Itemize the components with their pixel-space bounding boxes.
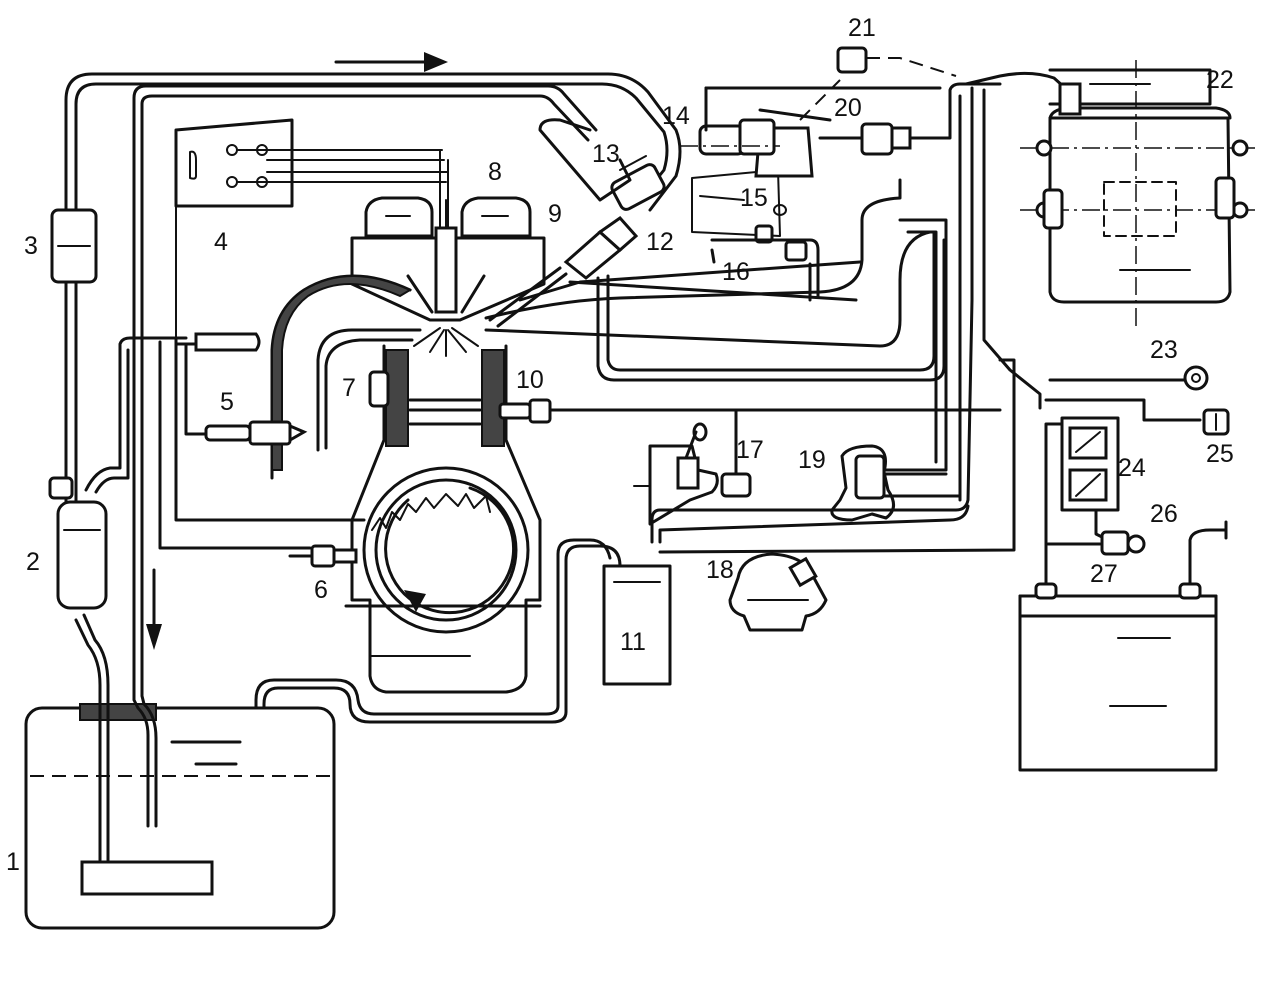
callout-labels: 1 2 3 4 5 6 7 8 9 10 11 12 13 14 15 16 1… bbox=[6, 14, 1234, 876]
callout-18: 18 bbox=[706, 556, 734, 584]
air-intake-duct bbox=[158, 332, 366, 550]
exhaust-manifold bbox=[270, 274, 422, 480]
callout-27: 27 bbox=[1090, 560, 1118, 588]
fuel-filter bbox=[50, 208, 98, 284]
callout-15: 15 bbox=[740, 184, 768, 212]
intake-manifold bbox=[484, 169, 932, 348]
callout-24: 24 bbox=[1118, 454, 1146, 482]
callout-19: 19 bbox=[798, 446, 826, 474]
callout-8: 8 bbox=[488, 158, 502, 186]
wiring-harness bbox=[650, 86, 1202, 554]
auxiliary-air-valve bbox=[680, 118, 780, 156]
cylinder-head bbox=[350, 196, 546, 357]
callout-26: 26 bbox=[1150, 500, 1178, 528]
distributor bbox=[728, 552, 828, 632]
callout-25: 25 bbox=[1206, 440, 1234, 468]
callout-3: 3 bbox=[24, 232, 38, 260]
callout-23: 23 bbox=[1150, 336, 1178, 364]
fuel-lines bbox=[64, 72, 682, 862]
thermo-time-switch bbox=[830, 444, 962, 522]
fuel-injector bbox=[488, 216, 639, 328]
connector-25 bbox=[1202, 408, 1230, 436]
flow-arrows bbox=[146, 52, 448, 650]
fuel-pump-relay bbox=[1060, 416, 1120, 542]
callout-16: 16 bbox=[722, 258, 750, 286]
callout-20: 20 bbox=[834, 94, 862, 122]
callout-22: 22 bbox=[1206, 66, 1234, 94]
callout-21: 21 bbox=[848, 14, 876, 42]
crank-position-sensor bbox=[288, 544, 358, 568]
callout-12: 12 bbox=[646, 228, 674, 256]
control-unit bbox=[174, 118, 449, 341]
fuel-pump bbox=[48, 476, 108, 610]
fuel-rail bbox=[538, 86, 946, 382]
connector-20 bbox=[818, 82, 1002, 156]
ignition-module bbox=[964, 60, 1260, 326]
callout-14: 14 bbox=[662, 102, 690, 130]
battery bbox=[1018, 422, 1228, 772]
oxygen-sensor bbox=[184, 342, 308, 446]
gearbox-switch bbox=[633, 408, 752, 526]
callout-10: 10 bbox=[516, 366, 544, 394]
engine-block bbox=[344, 344, 1002, 694]
callout-11: 11 bbox=[620, 628, 646, 656]
connector-21 bbox=[799, 46, 957, 121]
callout-9: 9 bbox=[548, 200, 562, 228]
callout-2: 2 bbox=[26, 548, 40, 576]
callout-17: 17 bbox=[736, 436, 764, 464]
callout-5: 5 bbox=[220, 388, 234, 416]
callout-1: 1 bbox=[6, 848, 20, 876]
expansion-tank bbox=[254, 538, 672, 724]
callout-13: 13 bbox=[592, 140, 620, 168]
callout-4: 4 bbox=[214, 228, 228, 256]
tachometer-terminal bbox=[1183, 365, 1209, 391]
callout-6: 6 bbox=[314, 576, 328, 604]
fuse-26 bbox=[1046, 530, 1146, 556]
fuel-tank bbox=[24, 703, 336, 930]
callout-7: 7 bbox=[342, 374, 356, 402]
